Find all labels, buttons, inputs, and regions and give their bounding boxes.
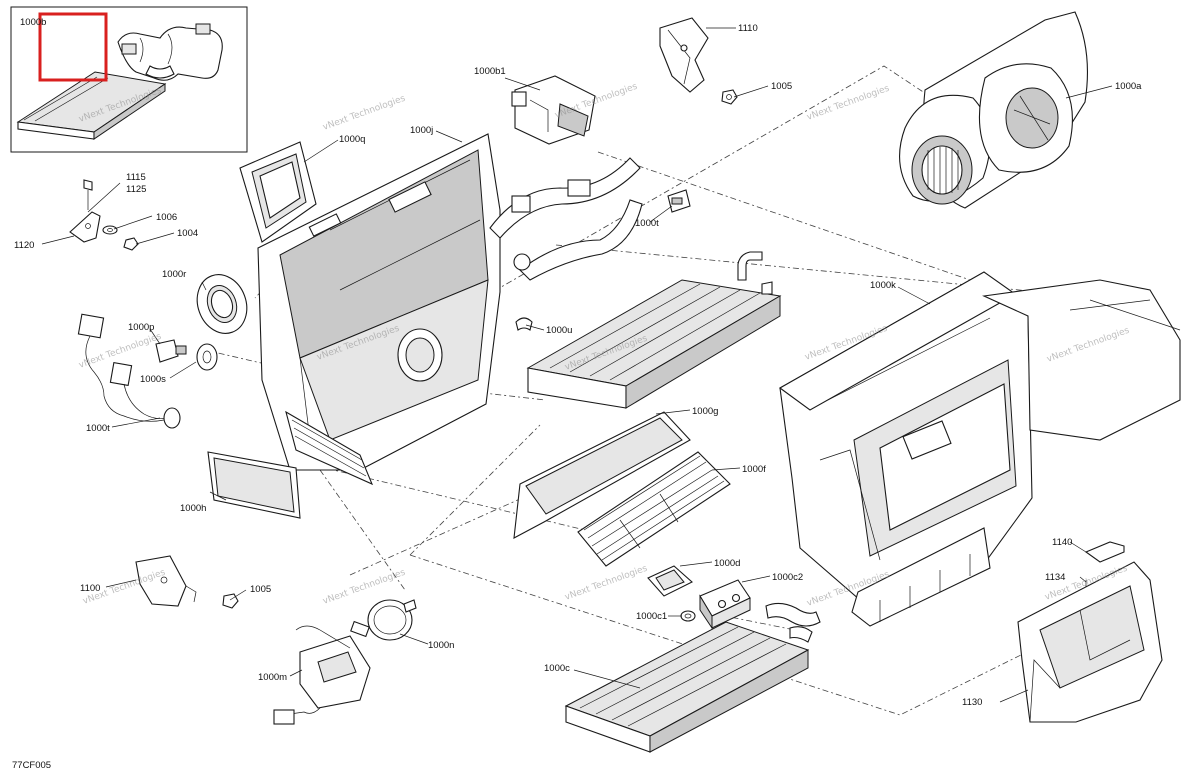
- watermark: vNext Technologies: [806, 84, 891, 123]
- label-1000h: 1000h: [180, 503, 206, 514]
- blower-fins: [927, 147, 959, 194]
- housing-ribs: [879, 554, 971, 622]
- inset-panel: [10, 6, 248, 153]
- harness-1000t-left: [77, 313, 181, 429]
- watermark: vNext Technologies: [322, 94, 407, 133]
- label-1000k: 1000k: [870, 280, 896, 291]
- label-1005-top: 1005: [771, 81, 792, 92]
- bracket-1140: [1084, 541, 1125, 563]
- label-1120: 1120: [14, 240, 34, 251]
- bracket-1120: [69, 211, 101, 243]
- washer-1006: [102, 225, 118, 235]
- label-1005-bottom: 1005: [250, 584, 271, 595]
- label-1110: 1110: [738, 23, 758, 34]
- housing-vents: [291, 419, 367, 477]
- filter-1000g: [513, 411, 691, 539]
- seal-1000r: [196, 274, 248, 334]
- evaporator-fins: [579, 626, 787, 727]
- label-1000r: 1000r: [162, 269, 186, 280]
- label-1004: 1004: [177, 228, 198, 239]
- label-1000a: 1000a: [1115, 81, 1142, 92]
- nut-1004: [123, 237, 139, 251]
- hose-assembly: [489, 157, 643, 281]
- label-1000t-top: 1000t: [635, 218, 659, 229]
- grille-1000f: [577, 451, 731, 567]
- evaporator-1000c: [564, 602, 821, 753]
- block-1000c2: [699, 579, 751, 630]
- figure-code: 77CF005: [12, 760, 51, 771]
- label-1125: 1125: [126, 184, 146, 195]
- label-1000p: 1000p: [128, 322, 154, 333]
- inset-heater-core: [16, 71, 167, 140]
- label-1115: 1115: [126, 172, 146, 183]
- grommet-1000s: [196, 343, 218, 371]
- bolt-1115: [83, 179, 93, 210]
- label-1000q: 1000q: [339, 134, 365, 145]
- label-1000c1: 1000c1: [636, 611, 667, 622]
- label-1000c: 1000c: [544, 663, 570, 674]
- label-1000b1: 1000b1: [474, 66, 506, 77]
- watermark: vNext Technologies: [564, 564, 649, 603]
- inset-valve-hoses: [117, 23, 223, 81]
- core-fins: [549, 283, 761, 381]
- blower-1000a: [899, 11, 1089, 209]
- leader-lines: [41, 27, 1113, 703]
- cover-1000n: [367, 599, 417, 641]
- bracket-1110: [659, 17, 709, 93]
- label-1000b: 1000b: [20, 17, 46, 28]
- housing-1000k: [778, 271, 1181, 627]
- nut-1005-top: [721, 89, 738, 105]
- label-1000s: 1000s: [140, 374, 166, 385]
- label-1134: 1134: [1045, 572, 1065, 583]
- label-1000d: 1000d: [714, 558, 740, 569]
- gasket-1000q: [239, 141, 317, 243]
- connector-1000p: [155, 339, 187, 363]
- grille-slats: [583, 455, 725, 561]
- filter-1000h: [207, 451, 301, 519]
- gasket-1000d: [647, 565, 693, 597]
- label-1000u: 1000u: [546, 325, 572, 336]
- label-1000j: 1000j: [410, 125, 433, 136]
- label-1000t-left: 1000t: [86, 423, 110, 434]
- bracket-1100: [135, 555, 197, 607]
- actuator-1000b1: [511, 75, 596, 145]
- connector-1000t-top: [667, 189, 691, 213]
- label-1140: 1140: [1052, 537, 1072, 548]
- heater-core-1000k: [526, 251, 782, 409]
- label-1130: 1130: [962, 697, 982, 708]
- callout-labels: 1000b 1110 1005 1000a 1000b1 1000j 1000q…: [12, 17, 1142, 771]
- label-1006: 1006: [156, 212, 177, 223]
- oring-1000c1: [680, 610, 696, 622]
- inset-highlight-frame: [38, 12, 108, 82]
- label-1000g: 1000g: [692, 406, 718, 417]
- label-1000c2: 1000c2: [772, 572, 803, 583]
- clip-1000u: [515, 317, 533, 331]
- label-1000f: 1000f: [742, 464, 766, 475]
- housing-1000j: [257, 133, 501, 486]
- label-1000n: 1000n: [428, 640, 454, 651]
- actuator-1000m: [273, 620, 371, 725]
- label-1100: 1100: [80, 583, 100, 594]
- label-1000m: 1000m: [258, 672, 287, 683]
- tray-1130: [1017, 561, 1163, 723]
